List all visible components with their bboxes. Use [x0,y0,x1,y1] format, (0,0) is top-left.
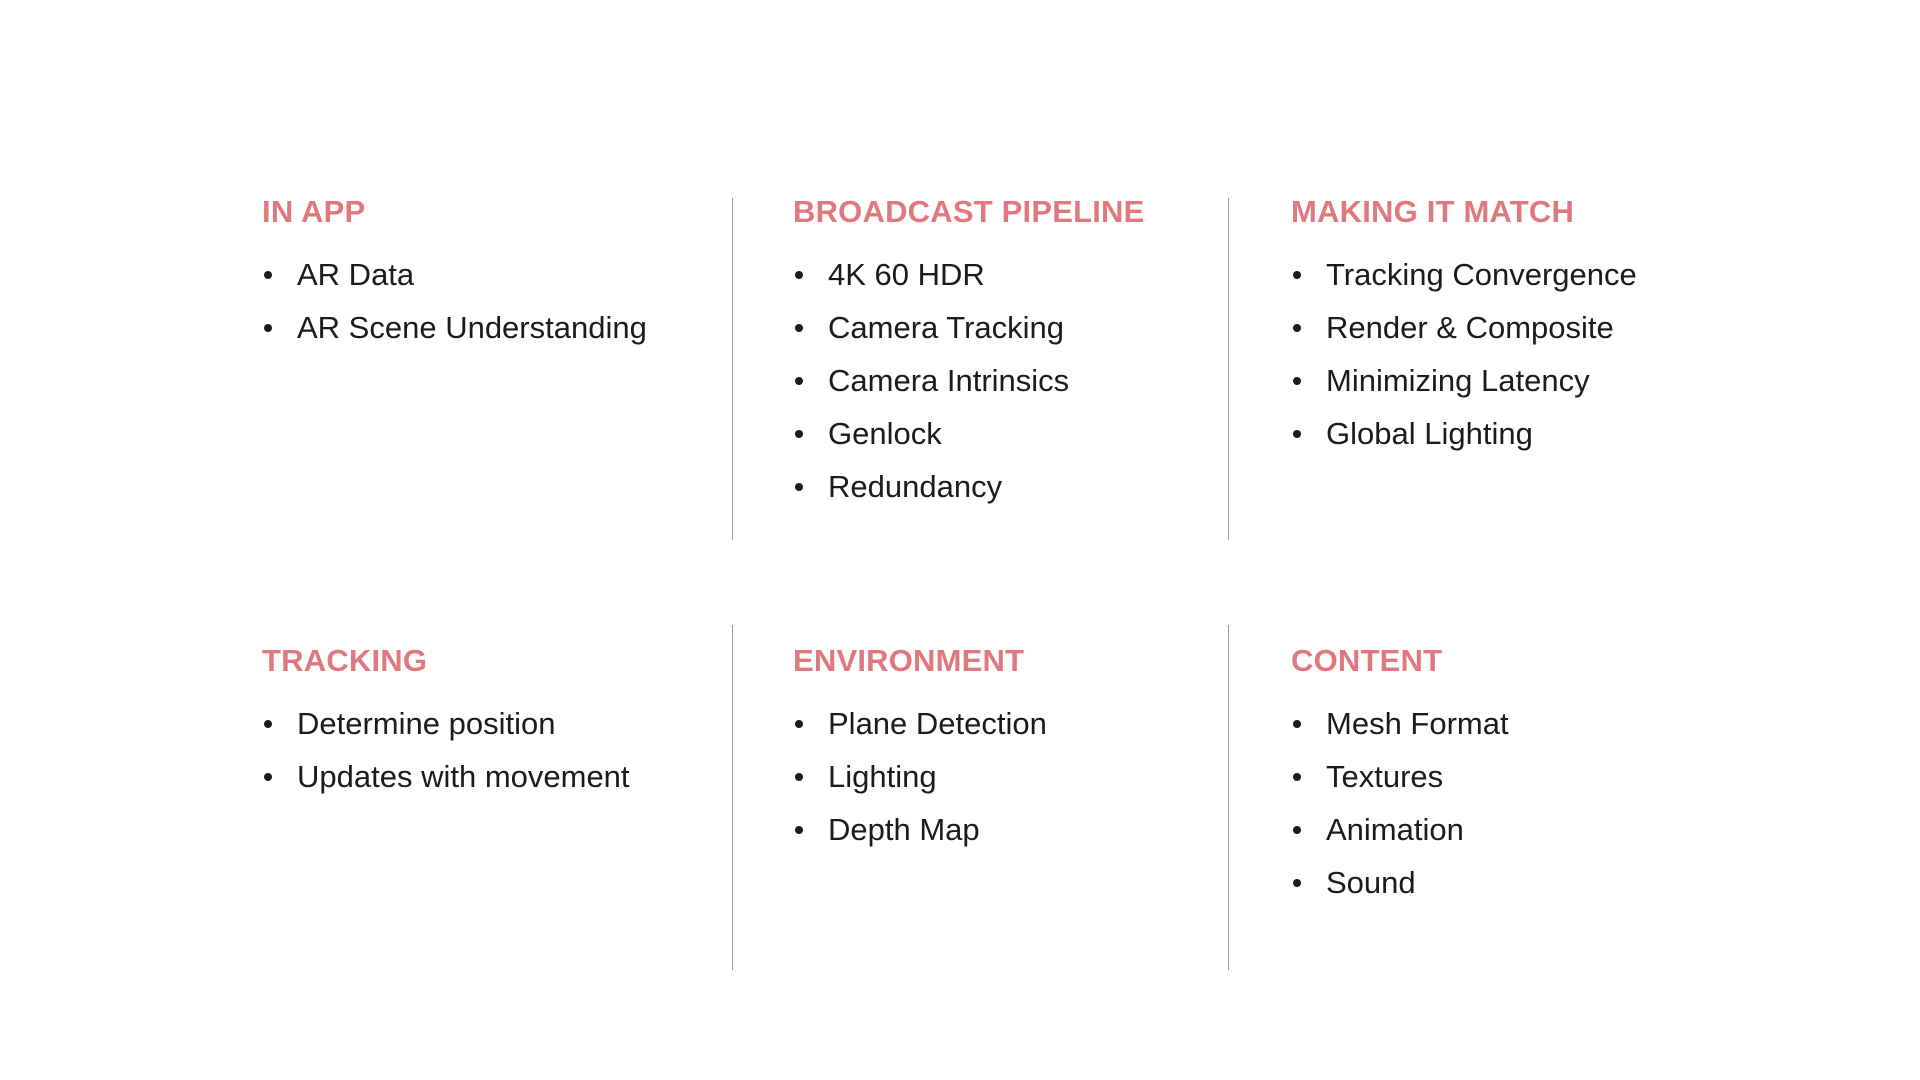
bullet-dot-icon [795,429,803,438]
panel-heading-environment: ENVIRONMENT [793,643,1025,678]
bullet-dot-icon [1293,376,1301,385]
list-item: Redundancy [793,471,1213,502]
list-item: Minimizing Latency [1291,365,1721,396]
list-item-label: Redundancy [828,468,1003,504]
list-item: Genlock [793,418,1213,449]
bullet-dot-icon [264,719,272,728]
list-item-label: Sound [1326,864,1416,900]
list-item-label: Animation [1326,811,1464,847]
bullet-dot-icon [1293,772,1301,781]
list-item-label: Global Lighting [1326,415,1533,451]
list-item: Textures [1291,761,1721,792]
list-item: Determine position [262,708,692,739]
bullet-dot-icon [795,323,803,332]
bullet-dot-icon [1293,878,1301,887]
bullet-list-broadcast-pipeline: 4K 60 HDR Camera Tracking Camera Intrins… [793,259,1213,502]
bullet-list-in-app: AR Data AR Scene Understanding [262,259,692,343]
list-item: AR Data [262,259,692,290]
list-item-label: Minimizing Latency [1326,362,1590,398]
divider-row2-col1-col2 [732,625,733,970]
list-item: Camera Tracking [793,312,1213,343]
bullet-dot-icon [795,482,803,491]
list-item-label: Camera Intrinsics [828,362,1070,398]
panel-heading-tracking: TRACKING [262,643,428,678]
bullet-dot-icon [1293,719,1301,728]
bullet-dot-icon [264,772,272,781]
list-item-label: Camera Tracking [828,309,1065,345]
bullet-dot-icon [795,772,803,781]
list-item-label: Textures [1326,758,1444,794]
list-item: Render & Composite [1291,312,1721,343]
panel-heading-making-it-match: MAKING IT MATCH [1291,194,1575,229]
bullet-list-environment: Plane Detection Lighting Depth Map [793,708,1213,845]
bullet-dot-icon [795,376,803,385]
bullet-dot-icon [795,270,803,279]
panel-environment: ENVIRONMENT Plane Detection Lighting Dep… [793,643,1213,845]
panel-making-it-match: MAKING IT MATCH Tracking Convergence Ren… [1291,194,1721,449]
list-item: AR Scene Understanding [262,312,692,343]
panel-tracking: TRACKING Determine position Updates with… [262,643,692,792]
list-item: Camera Intrinsics [793,365,1213,396]
bullet-dot-icon [264,323,272,332]
list-item-label: 4K 60 HDR [828,256,985,292]
list-item-label: Plane Detection [828,705,1047,741]
bullet-dot-icon [1293,270,1301,279]
bullet-dot-icon [1293,825,1301,834]
panel-content: CONTENT Mesh Format Textures Animation S… [1291,643,1721,898]
panel-heading-content: CONTENT [1291,643,1443,678]
list-item: Animation [1291,814,1721,845]
panel-heading-in-app: IN APP [262,194,366,229]
list-item: 4K 60 HDR [793,259,1213,290]
list-item-label: Render & Composite [1326,309,1614,345]
divider-row1-col1-col2 [732,198,733,540]
divider-row1-col2-col3 [1228,198,1229,540]
bullet-dot-icon [264,270,272,279]
list-item-label: AR Scene Understanding [297,309,647,345]
panel-in-app: IN APP AR Data AR Scene Understanding [262,194,692,343]
bullet-list-content: Mesh Format Textures Animation Sound [1291,708,1721,898]
list-item: Sound [1291,867,1721,898]
bullet-list-tracking: Determine position Updates with movement [262,708,692,792]
list-item: Updates with movement [262,761,692,792]
list-item-label: Lighting [828,758,937,794]
bullet-dot-icon [1293,323,1301,332]
list-item: Global Lighting [1291,418,1721,449]
list-item-label: Depth Map [828,811,980,847]
bullet-list-making-it-match: Tracking Convergence Render & Composite … [1291,259,1721,449]
list-item: Tracking Convergence [1291,259,1721,290]
bullet-dot-icon [1293,429,1301,438]
list-item-label: Determine position [297,705,556,741]
list-item: Mesh Format [1291,708,1721,739]
list-item: Lighting [793,761,1213,792]
list-item-label: Genlock [828,415,942,451]
list-item: Depth Map [793,814,1213,845]
list-item-label: Updates with movement [297,758,630,794]
list-item-label: Mesh Format [1326,705,1509,741]
panel-heading-broadcast-pipeline: BROADCAST PIPELINE [793,194,1145,229]
panel-broadcast-pipeline: BROADCAST PIPELINE 4K 60 HDR Camera Trac… [793,194,1213,502]
list-item-label: AR Data [297,256,415,292]
bullet-dot-icon [795,825,803,834]
list-item: Plane Detection [793,708,1213,739]
bullet-dot-icon [795,719,803,728]
list-item-label: Tracking Convergence [1326,256,1637,292]
divider-row2-col2-col3 [1228,625,1229,970]
